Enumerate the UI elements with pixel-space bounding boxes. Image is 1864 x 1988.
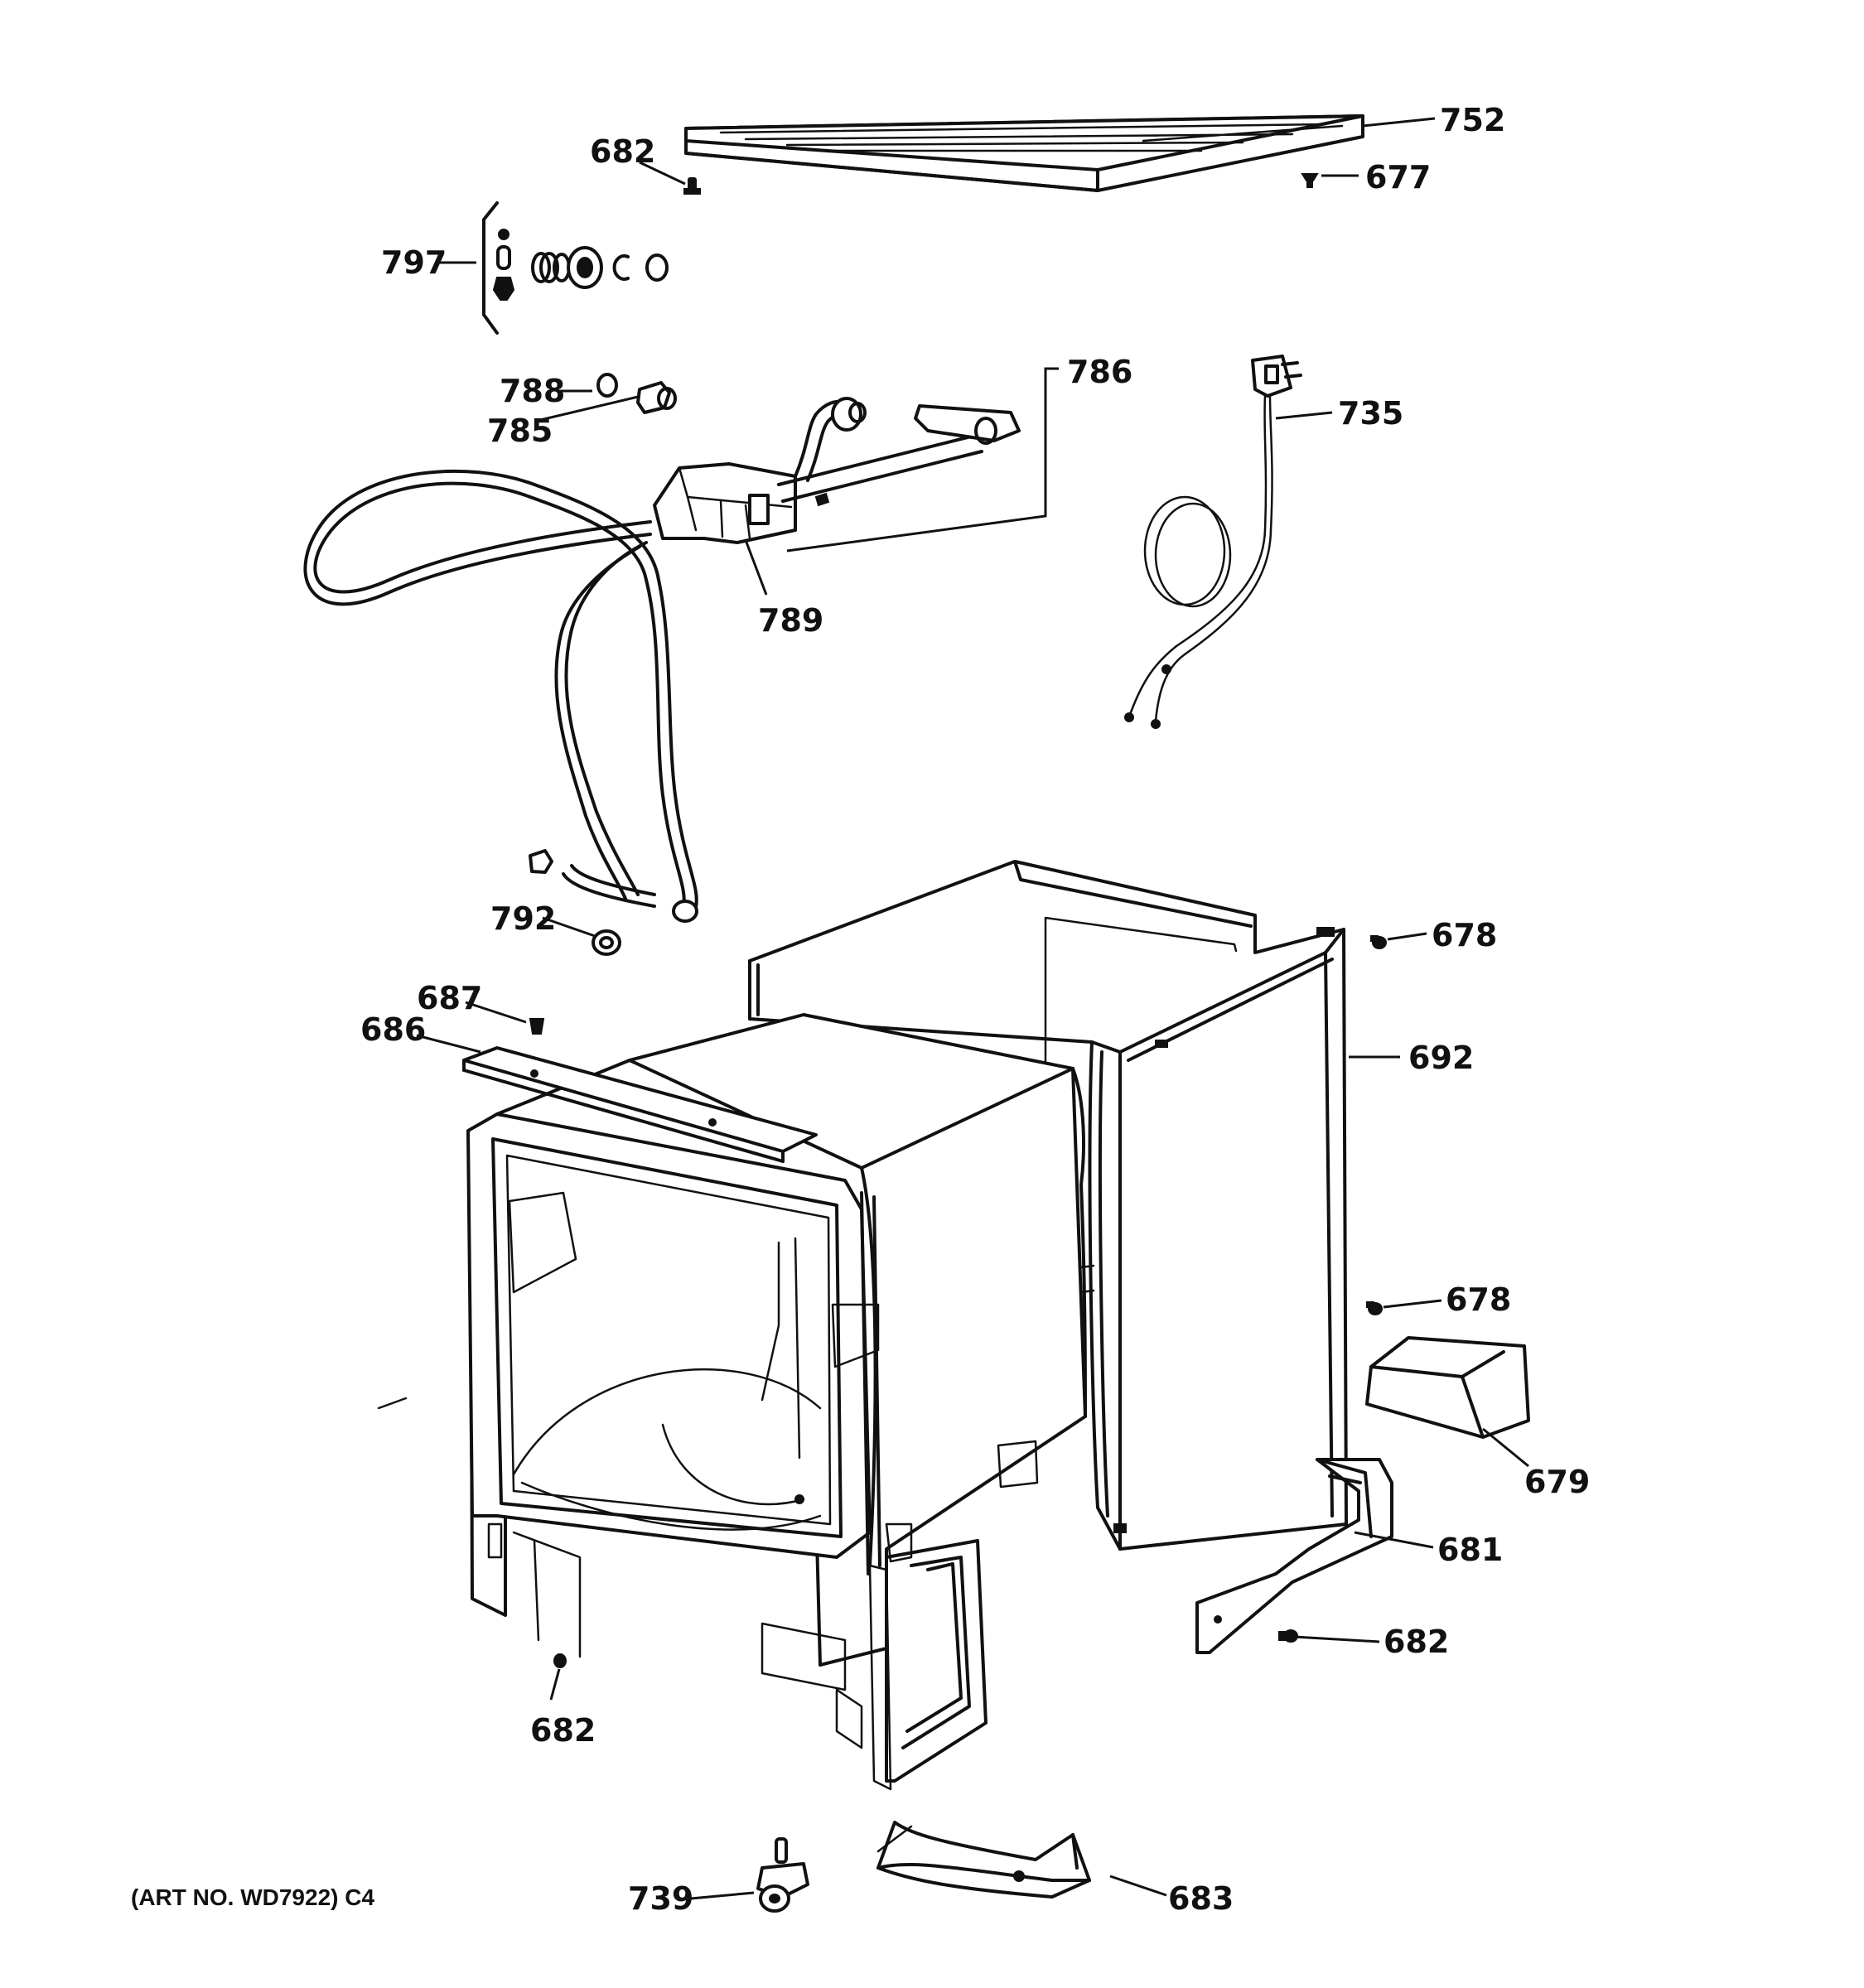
rail-bracket-part-681 <box>1197 1460 1392 1653</box>
screw-part-682-bottom <box>553 1653 567 1668</box>
screw-part-677 <box>1301 173 1319 188</box>
callout-682-right: 682 <box>1384 1624 1449 1660</box>
art-number-caption: (ART NO. WD7922) C4 <box>131 1884 374 1910</box>
callout-785: 785 <box>487 413 553 449</box>
callout-692: 692 <box>1408 1040 1474 1076</box>
screw-part-687 <box>529 1018 545 1035</box>
fitting-kit-part-797 <box>484 203 667 333</box>
callout-686: 686 <box>360 1011 426 1048</box>
nut-part-792 <box>592 929 621 956</box>
callout-687: 687 <box>417 980 482 1016</box>
top-panel-part-752 <box>686 116 1363 191</box>
drain-hose-part-786 <box>305 398 1019 921</box>
insulation-block-part-679 <box>1367 1338 1528 1437</box>
callout-797: 797 <box>381 244 447 281</box>
callout-labels: 752 682 677 797 786 788 785 735 789 792 … <box>360 102 1590 1917</box>
callout-739: 739 <box>628 1880 693 1917</box>
callout-792: 792 <box>490 900 556 937</box>
screw-part-678-mid <box>1366 1301 1383 1315</box>
callout-679: 679 <box>1524 1464 1590 1500</box>
leader-lines <box>416 117 1529 1901</box>
screw-part-682-top <box>683 177 701 195</box>
callout-678-mid: 678 <box>1446 1281 1511 1318</box>
callout-735: 735 <box>1338 395 1403 432</box>
callout-681: 681 <box>1437 1532 1503 1568</box>
leveling-leg-part-739 <box>758 1839 808 1911</box>
screw-part-678-top <box>1370 935 1387 949</box>
bracket-part-686 <box>464 1048 816 1161</box>
o-ring-part-788 <box>596 373 618 398</box>
fitting-part-785 <box>636 381 677 414</box>
outer-enclosure-part-692 <box>750 861 1346 1549</box>
tub-assembly <box>468 1015 1085 1789</box>
callout-752: 752 <box>1440 102 1505 138</box>
callout-683: 683 <box>1168 1880 1234 1917</box>
callout-682-bottom: 682 <box>530 1712 596 1749</box>
callout-677: 677 <box>1365 159 1431 195</box>
callout-788: 788 <box>500 373 565 409</box>
stray-mark <box>377 1397 408 1410</box>
callout-786: 786 <box>1067 354 1132 390</box>
power-cord-part-735 <box>1125 356 1301 728</box>
callout-678-top: 678 <box>1432 917 1497 953</box>
kick-bracket-part-683 <box>878 1822 1089 1897</box>
callout-789: 789 <box>758 602 823 639</box>
callout-682-top: 682 <box>590 133 655 170</box>
